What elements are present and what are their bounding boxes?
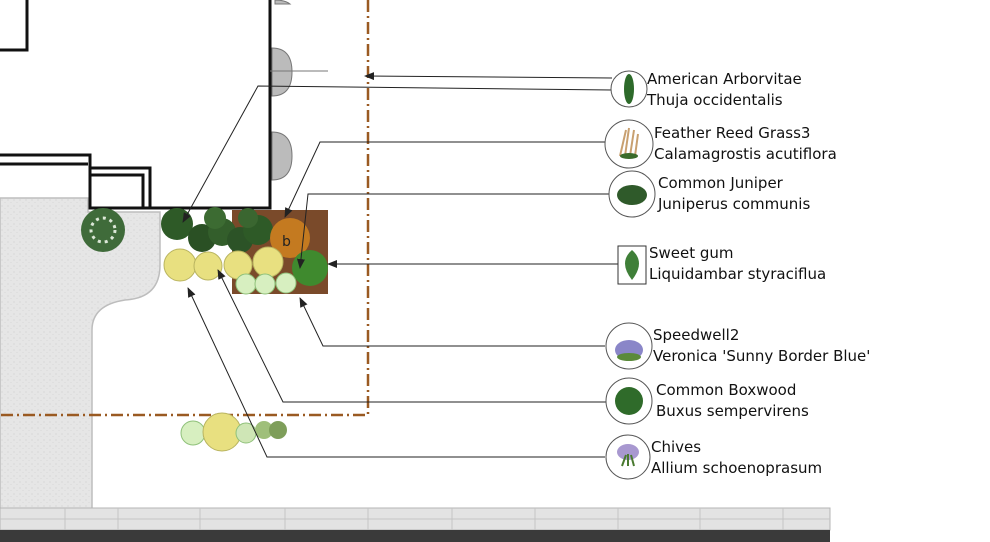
leaf-icon [617,245,647,285]
lower-plant-cluster [180,412,287,452]
boxwood-icon [605,377,653,425]
botanical-name: Buxus sempervirens [656,402,809,420]
house-outline [0,0,272,210]
common-name: American Arborvitae [647,70,802,88]
common-name: Speedwell2 [653,326,740,344]
botanical-name: Juniperus communis [658,195,811,213]
botanical-name: Calamagrostis acutiflora [654,145,837,163]
specimen-shrub [81,208,125,252]
common-name: Common Juniper [658,174,783,192]
grass-plant [270,218,310,258]
legend-item-sweet-gum: Sweet gum Liquidambar styraciflua [649,243,826,285]
specimen-shrub-detail [89,216,117,244]
speedwell-icon [605,322,653,370]
legend-item-arborvitae: American Arborvitae Thuja occidentalis [647,69,802,111]
arborvitae-icon [610,70,648,108]
common-name: Chives [651,438,702,456]
property-line [0,0,370,417]
road-edge [0,530,830,542]
curb-joints [0,508,830,530]
common-name: Common Boxwood [656,381,797,399]
juniper-plant [292,250,328,286]
speedwell-row [235,272,297,295]
botanical-name: Allium schoenoprasum [651,459,823,477]
legend-item-speedwell: Speedwell2 Veronica 'Sunny Border Blue' [653,325,870,367]
botanical-name: Veronica 'Sunny Border Blue' [653,347,871,365]
legend-item-juniper: Common Juniper Juniperus communis [658,173,810,215]
paved-area [0,197,161,511]
chives-row [163,246,284,282]
legend-item-chives: Chives Allium schoenoprasum [651,437,822,479]
chives-icon [605,434,651,480]
bay-window [271,131,293,181]
legend-item-boxwood: Common Boxwood Buxus sempervirens [656,380,809,422]
grass-icon [604,119,654,169]
common-name: Feather Reed Grass3 [654,124,811,142]
leader-lines [182,72,618,458]
botanical-name: Liquidambar styraciflua [649,265,827,283]
botanical-name: Thuja occidentalis [647,91,783,109]
common-name: Sweet gum [649,244,734,262]
boxwood-row [161,207,273,253]
bay-window [271,47,293,97]
juniper-icon [608,170,656,218]
grass-mark: b [282,234,291,250]
bay-window [274,0,292,5]
legend-item-feather-reed-grass: Feather Reed Grass3 Calamagrostis acutif… [654,123,837,165]
